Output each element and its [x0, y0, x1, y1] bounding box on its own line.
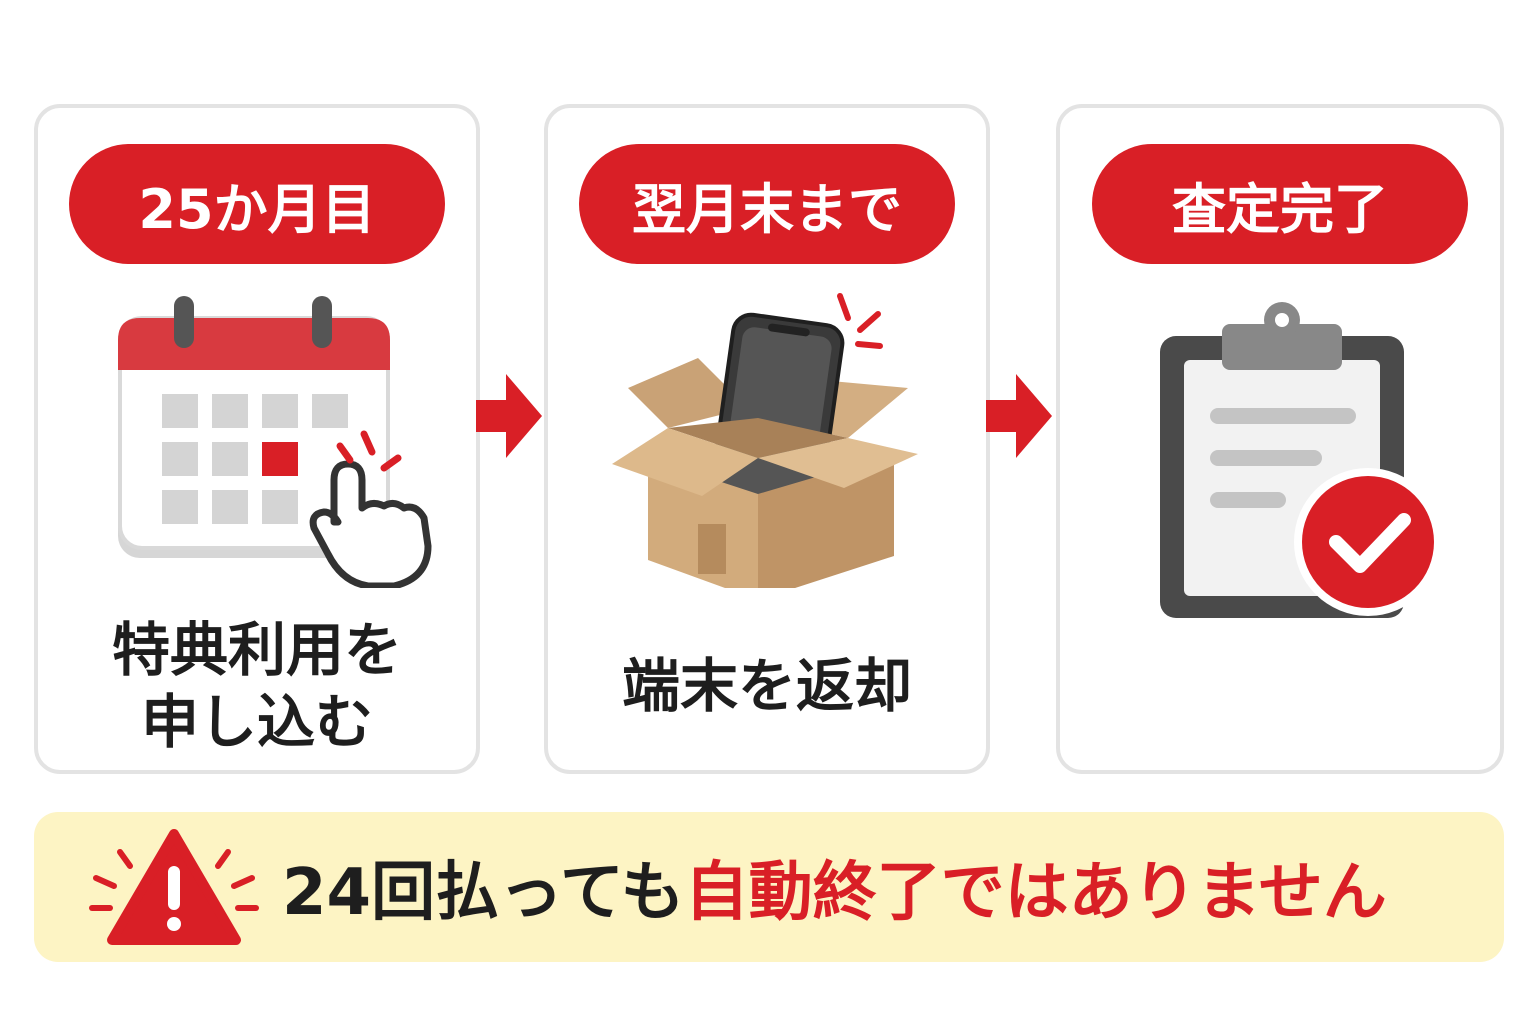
step-label-1: 特典利用を 申し込む: [38, 614, 476, 758]
warning-text: 24回払っても自動終了ではありません: [282, 812, 1387, 962]
warning-icon: [89, 829, 259, 945]
step-label-1-line-2: 申し込む: [140, 688, 373, 756]
step-badge-3: 査定完了: [1092, 144, 1468, 264]
clipboard-check-icon: [1160, 302, 1442, 618]
step-badge-2: 翌月末まで: [579, 144, 955, 264]
warning-text-tail: ではありません: [940, 856, 1387, 930]
warning-text-emphasis: 自動終了: [684, 856, 941, 930]
step-label-1-line-1: 特典利用を: [111, 616, 402, 684]
step-card-1: 25か月目 特典利用を 申し込む: [34, 104, 480, 774]
step-label-2-line-1: 端末を返却: [621, 652, 912, 720]
step-card-3: 査定完了: [1056, 104, 1504, 774]
arrow-right-icon: [476, 374, 542, 458]
box-phone-icon: [612, 293, 918, 588]
step-label-2: 端末を返却: [548, 650, 986, 722]
calendar-tap-icon: [118, 296, 432, 588]
warning-banner: 24回払っても自動終了ではありません: [34, 812, 1504, 962]
step-card-2: 翌月末まで 端末を返却: [544, 104, 990, 774]
warning-text-plain: 24回払っても: [282, 856, 685, 930]
step-badge-1: 25か月目: [69, 144, 445, 264]
arrow-right-icon: [986, 374, 1052, 458]
